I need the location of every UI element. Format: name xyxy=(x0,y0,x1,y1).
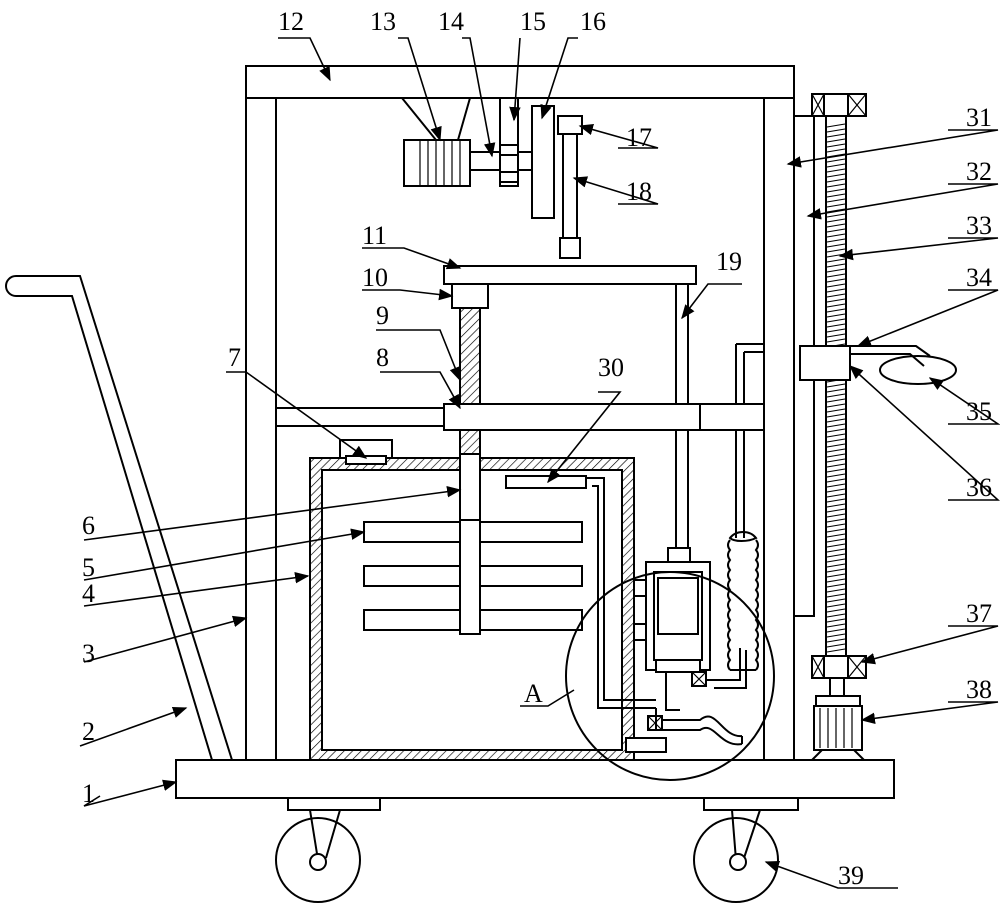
base-plate xyxy=(175,759,895,799)
stirring-blades xyxy=(363,519,583,635)
spray-nozzle xyxy=(879,355,957,385)
label-part-36: 36 xyxy=(966,473,992,502)
label-part-15: 15 xyxy=(520,7,546,36)
label-part-37: 37 xyxy=(966,599,992,628)
label-part-8: 8 xyxy=(376,343,389,372)
label-part-30: 30 xyxy=(598,353,624,382)
left-frame-post xyxy=(245,97,277,761)
label-part-7: 7 xyxy=(228,343,241,372)
label-part-4: 4 xyxy=(82,579,95,608)
crank-disc xyxy=(531,105,555,219)
label-part-32: 32 xyxy=(966,157,992,186)
label-part-17: 17 xyxy=(626,123,652,152)
detail-circle-a xyxy=(565,571,775,781)
support-plate xyxy=(443,403,707,431)
slider-block xyxy=(799,345,931,381)
threaded-rod xyxy=(459,307,481,405)
label-part-18: 18 xyxy=(626,177,652,206)
label-part-9: 9 xyxy=(376,301,389,330)
label-part-31: 31 xyxy=(966,103,992,132)
connecting-rod xyxy=(557,115,583,259)
label-part-11: 11 xyxy=(362,221,387,250)
label-part-3: 3 xyxy=(82,639,95,668)
label-part-10: 10 xyxy=(362,263,388,292)
leader-lines xyxy=(79,37,1000,889)
lifting-plate xyxy=(443,265,697,285)
right-wheel-assembly xyxy=(693,797,799,903)
push-handle xyxy=(5,275,233,761)
top-crossbeam xyxy=(245,65,795,99)
label-part-38: 38 xyxy=(966,675,992,704)
bottom-motor xyxy=(811,677,865,761)
label-detail-a: A xyxy=(524,679,543,708)
left-wheel-assembly xyxy=(275,797,381,903)
label-part-19: 19 xyxy=(716,247,742,276)
label-part-13: 13 xyxy=(370,7,396,36)
guide-block xyxy=(451,283,489,309)
label-part-39: 39 xyxy=(838,861,864,890)
label-part-5: 5 xyxy=(82,553,95,582)
outlet-valve xyxy=(625,700,743,753)
label-part-35: 35 xyxy=(966,397,992,426)
label-part-16: 16 xyxy=(580,7,606,36)
pump-cylinder xyxy=(633,547,747,711)
label-part-33: 33 xyxy=(966,211,992,240)
part-labels: 1 2 3 4 5 6 7 8 9 10 11 12 13 14 15 16 1… xyxy=(82,7,992,890)
label-part-12: 12 xyxy=(278,7,304,36)
right-frame-post xyxy=(763,97,795,761)
bellows-hose xyxy=(699,343,765,671)
label-part-2: 2 xyxy=(82,717,95,746)
label-part-1: 1 xyxy=(82,779,95,808)
label-part-34: 34 xyxy=(966,263,992,292)
label-part-14: 14 xyxy=(438,7,464,36)
spray-pipe xyxy=(505,475,656,709)
label-part-6: 6 xyxy=(82,511,95,540)
guide-rod xyxy=(675,283,689,405)
